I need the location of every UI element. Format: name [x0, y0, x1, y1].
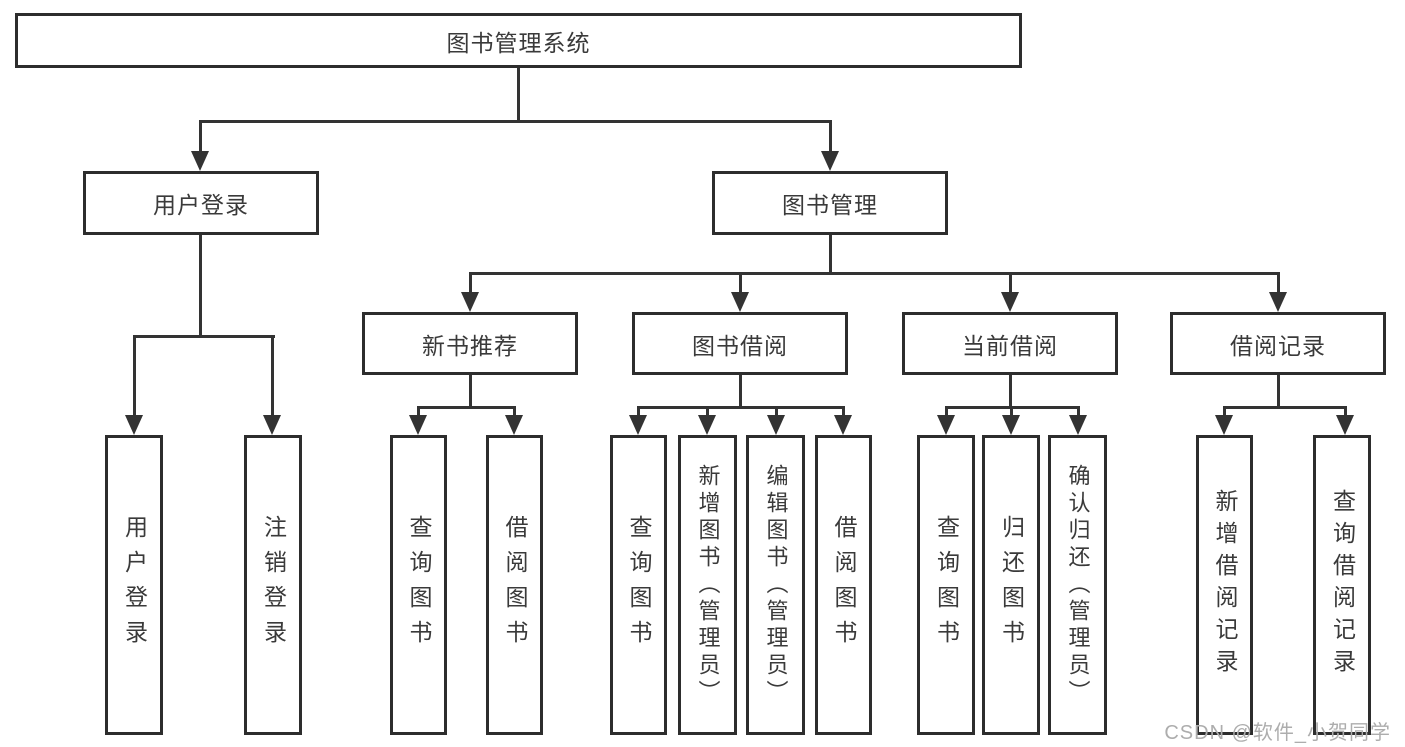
arrowhead-bb-leaf3-icon — [767, 415, 785, 435]
arrowhead-cb-leaf3-icon — [1069, 415, 1087, 435]
leaf-br-query-record-label: 查询借阅记录 — [1329, 489, 1356, 681]
connector-book-mgmt-bar — [469, 272, 1280, 275]
connector-cb-leaf3-shaft — [1077, 406, 1080, 418]
arrowhead-nbr-leaf1-icon — [409, 415, 427, 435]
connector-nbr-trunk — [469, 375, 472, 408]
leaf-br-add-record: 新增借阅记录 — [1196, 435, 1253, 735]
node-current-borrow-label: 当前借阅 — [962, 332, 1058, 359]
connector-bb-trunk — [739, 375, 742, 408]
leaf-bb-edit-books-admin-label: 编辑图书（管理员） — [763, 463, 789, 707]
connector-leaf-login-shaft — [133, 335, 136, 417]
leaf-bb-query-books: 查询图书 — [610, 435, 667, 735]
leaf-nbr-borrow-books-label: 借阅图书 — [502, 515, 528, 655]
node-current-borrow: 当前借阅 — [902, 312, 1118, 375]
connector-cb-leaf2-shaft — [1010, 406, 1013, 418]
connector-br-leaf2-shaft — [1344, 406, 1347, 418]
leaf-cb-return-books: 归还图书 — [982, 435, 1040, 735]
connector-nbr-bar — [417, 406, 516, 409]
node-user-login-label: 用户登录 — [153, 192, 249, 218]
connector-nbr-leaf1-shaft — [417, 406, 420, 418]
leaf-user-login-label: 用户登录 — [121, 515, 148, 655]
leaf-user-login: 用户登录 — [105, 435, 163, 735]
node-book-management: 图书管理 — [712, 171, 948, 235]
leaf-nbr-query-books: 查询图书 — [390, 435, 447, 735]
connector-current-borrow-shaft — [1009, 272, 1012, 295]
leaf-br-add-record-label: 新增借阅记录 — [1212, 489, 1238, 681]
arrowhead-leaf-login-icon — [125, 415, 143, 435]
leaf-bb-borrow-books-label: 借阅图书 — [831, 515, 857, 655]
arrowhead-book-mgmt-icon — [821, 151, 839, 171]
arrowhead-bb-leaf1-icon — [629, 415, 647, 435]
leaf-cb-confirm-return-admin: 确认归还（管理员） — [1048, 435, 1107, 735]
connector-root-bar — [199, 120, 832, 123]
connector-book-borrow-shaft — [739, 272, 742, 295]
leaf-br-query-record: 查询借阅记录 — [1313, 435, 1371, 735]
node-root-label: 图书管理系统 — [446, 29, 591, 56]
node-new-book-recommend-label: 新书推荐 — [422, 332, 518, 359]
connector-bb-leaf4-shaft — [842, 406, 845, 418]
arrowhead-book-borrow-icon — [731, 292, 749, 312]
arrowhead-nbr-leaf2-icon — [505, 415, 523, 435]
leaf-cb-query-books: 查询图书 — [917, 435, 975, 735]
node-borrow-records-label: 借阅记录 — [1230, 332, 1326, 359]
leaf-cb-return-books-label: 归还图书 — [998, 515, 1025, 655]
connector-bb-leaf3-shaft — [775, 406, 778, 418]
arrowhead-br-leaf1-icon — [1215, 415, 1233, 435]
connector-nbr-leaf2-shaft — [513, 406, 516, 418]
arrowhead-bb-leaf2-icon — [698, 415, 716, 435]
arrowhead-leaf-logout-icon — [263, 415, 281, 435]
connector-user-login-bar — [133, 335, 275, 338]
leaf-bb-edit-books-admin: 编辑图书（管理员） — [746, 435, 805, 735]
leaf-logout-label: 注销登录 — [260, 515, 287, 655]
csdn-watermark: CSDN @软件_小贺同学 — [1164, 722, 1391, 744]
node-borrow-records: 借阅记录 — [1170, 312, 1386, 375]
connector-book-mgmt-trunk — [829, 235, 832, 274]
arrowhead-bb-leaf4-icon — [834, 415, 852, 435]
leaf-cb-query-books-label: 查询图书 — [933, 515, 960, 655]
connector-leaf-logout-shaft — [271, 335, 274, 417]
connector-cb-leaf1-shaft — [945, 406, 948, 418]
connector-book-mgmt-shaft — [829, 120, 832, 154]
connector-bb-leaf1-shaft — [637, 406, 640, 418]
leaf-bb-add-books-admin-label: 新增图书（管理员） — [695, 463, 721, 707]
node-root: 图书管理系统 — [15, 13, 1022, 68]
connector-cb-trunk — [1009, 375, 1012, 408]
leaf-bb-add-books-admin: 新增图书（管理员） — [678, 435, 737, 735]
connector-bb-leaf2-shaft — [706, 406, 709, 418]
connector-user-login-shaft — [199, 120, 202, 154]
arrowhead-borrow-records-icon — [1269, 292, 1287, 312]
arrowhead-br-leaf2-icon — [1336, 415, 1354, 435]
arrowhead-new-book-icon — [461, 292, 479, 312]
arrowhead-cb-leaf1-icon — [937, 415, 955, 435]
connector-br-trunk — [1277, 375, 1280, 408]
node-new-book-recommend: 新书推荐 — [362, 312, 578, 375]
connector-br-leaf1-shaft — [1223, 406, 1226, 418]
leaf-cb-confirm-return-admin-label: 确认归还（管理员） — [1065, 463, 1091, 707]
connector-bb-bar — [637, 406, 845, 409]
node-book-borrow: 图书借阅 — [632, 312, 848, 375]
arrowhead-user-login-icon — [191, 151, 209, 171]
leaf-logout: 注销登录 — [244, 435, 302, 735]
connector-borrow-records-shaft — [1277, 272, 1280, 295]
arrowhead-cb-leaf2-icon — [1002, 415, 1020, 435]
connector-root-trunk — [517, 68, 520, 122]
node-user-login: 用户登录 — [83, 171, 319, 235]
arrowhead-current-borrow-icon — [1001, 292, 1019, 312]
connector-new-book-shaft — [469, 272, 472, 295]
connector-br-bar — [1223, 406, 1347, 409]
node-book-management-label: 图书管理 — [782, 192, 878, 218]
leaf-bb-borrow-books: 借阅图书 — [815, 435, 872, 735]
leaf-nbr-borrow-books: 借阅图书 — [486, 435, 543, 735]
connector-user-login-trunk — [199, 235, 202, 338]
leaf-nbr-query-books-label: 查询图书 — [406, 515, 432, 655]
node-book-borrow-label: 图书借阅 — [692, 332, 788, 359]
leaf-bb-query-books-label: 查询图书 — [626, 515, 652, 655]
